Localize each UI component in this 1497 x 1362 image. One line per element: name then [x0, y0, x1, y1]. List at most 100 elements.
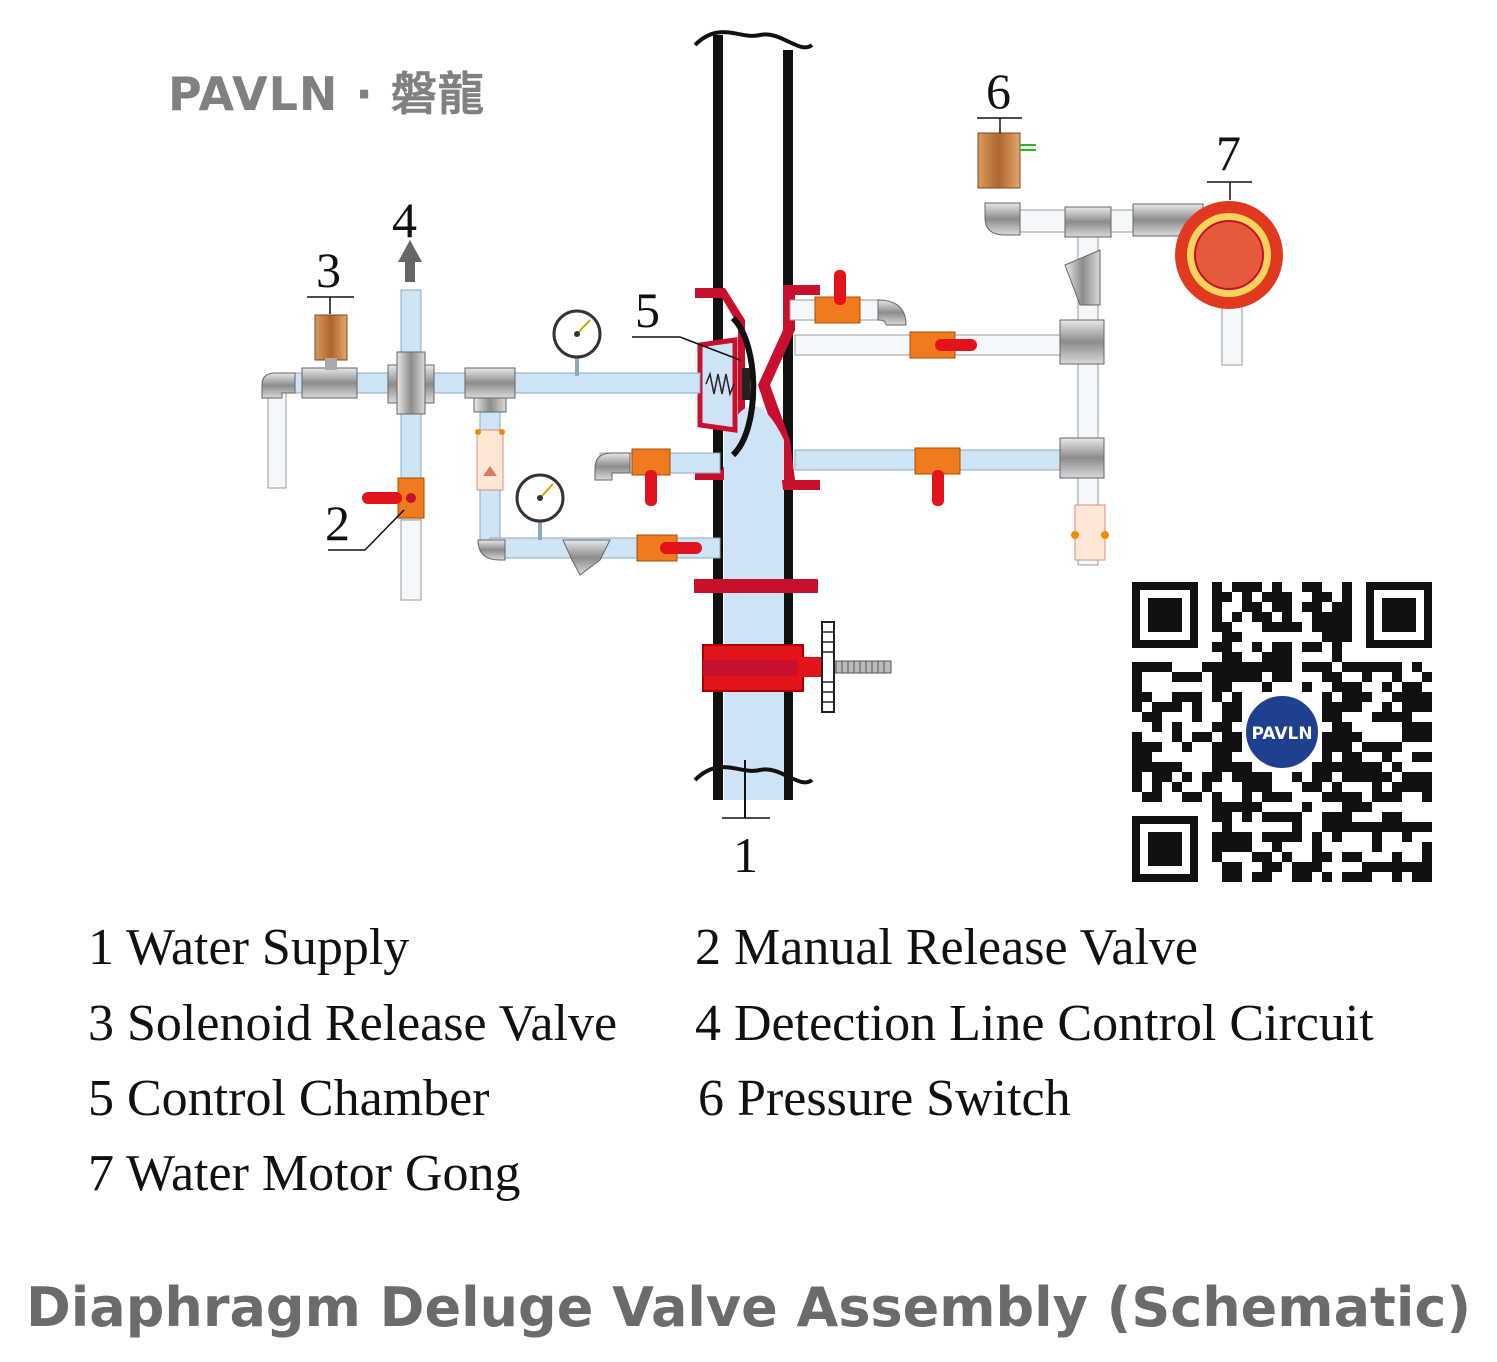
qr-module: [1212, 762, 1222, 772]
qr-module: [1212, 832, 1222, 842]
qr-module: [1342, 722, 1352, 732]
qr-module: [1392, 662, 1402, 672]
qr-module: [1252, 612, 1262, 622]
qr-module: [1352, 732, 1362, 742]
qr-module: [1372, 712, 1382, 722]
qr-module: [1222, 822, 1232, 832]
qr-module: [1352, 802, 1362, 812]
qr-module: [1252, 772, 1262, 782]
qr-module: [1202, 732, 1212, 742]
qr-module: [1342, 632, 1352, 642]
qr-module: [1262, 612, 1272, 622]
qr-module: [1392, 742, 1402, 752]
qr-module: [1242, 772, 1252, 782]
qr-module: [1212, 792, 1222, 802]
qr-module: [1192, 732, 1202, 742]
schematic-diagram: [261, 30, 1283, 819]
qr-module: [1322, 672, 1332, 682]
qr-module: [1412, 722, 1422, 732]
qr-module: [1372, 772, 1382, 782]
qr-module: [1232, 672, 1242, 682]
qr-module: [1222, 712, 1232, 722]
qr-module: [1272, 592, 1282, 602]
qr-module: [1202, 772, 1212, 782]
qr-module: [1362, 672, 1372, 682]
qr-module: [1422, 692, 1432, 702]
qr-module: [1212, 802, 1222, 812]
qr-module: [1142, 752, 1152, 762]
qr-module: [1222, 702, 1232, 712]
qr-module: [1232, 632, 1242, 642]
brand-logo: PAVLN · 磐龍: [168, 67, 485, 121]
qr-module: [1302, 872, 1312, 882]
qr-module: [1262, 832, 1272, 842]
qr-module: [1272, 622, 1282, 632]
qr-module: [1412, 732, 1422, 742]
qr-module: [1422, 782, 1432, 792]
qr-module: [1262, 792, 1272, 802]
qr-module: [1362, 692, 1372, 702]
qr-module: [1282, 672, 1292, 682]
qr-module: [1362, 772, 1372, 782]
callout-1: 1: [733, 827, 758, 883]
qr-module: [1192, 672, 1202, 682]
legend-item-1: 1 Water Supply: [88, 919, 410, 976]
legend-item-2: 2 Manual Release Valve: [695, 919, 1198, 976]
qr-module: [1372, 862, 1382, 872]
qr-module: [1282, 622, 1292, 632]
qr-module: [1372, 762, 1382, 772]
qr-module: [1392, 872, 1402, 882]
qr-module: [1352, 872, 1362, 882]
qr-module: [1342, 762, 1352, 772]
qr-module: [1282, 852, 1292, 862]
qr-module: [1402, 712, 1412, 722]
qr-module: [1332, 792, 1342, 802]
qr-module: [1322, 872, 1332, 882]
qr-module: [1222, 662, 1232, 672]
qr-module: [1142, 792, 1152, 802]
qr-module: [1262, 812, 1272, 822]
qr-module: [1372, 832, 1382, 842]
qr-module: [1362, 742, 1372, 752]
qr-module: [1232, 802, 1242, 812]
qr-module: [1322, 712, 1332, 722]
qr-module: [1342, 822, 1352, 832]
qr-module: [1212, 842, 1222, 852]
qr-module: [1412, 772, 1422, 782]
qr-module: [1332, 642, 1342, 652]
qr-module: [1412, 752, 1422, 762]
qr-module: [1342, 872, 1352, 882]
qr-module: [1132, 762, 1142, 772]
qr-module: [1212, 682, 1222, 692]
qr-module: [1262, 652, 1272, 662]
qr-module: [1302, 642, 1312, 652]
qr-module: [1162, 772, 1172, 782]
qr-module: [1322, 632, 1332, 642]
qr-module: [1322, 592, 1332, 602]
qr-module: [1172, 782, 1182, 792]
qr-module: [1132, 782, 1142, 792]
qr-module: [1312, 772, 1322, 782]
qr-module: [1392, 822, 1402, 832]
qr-module: [1402, 722, 1412, 732]
qr-module: [1342, 622, 1352, 632]
qr-module: [1232, 742, 1242, 752]
qr-module: [1422, 862, 1432, 872]
qr-module: [1132, 752, 1142, 762]
qr-module: [1342, 772, 1352, 782]
qr-module: [1292, 772, 1302, 782]
qr-module: [1382, 682, 1392, 692]
qr-badge: [1242, 692, 1322, 772]
qr-module: [1252, 802, 1262, 812]
qr-module: [1352, 692, 1362, 702]
qr-module: [1222, 812, 1232, 822]
qr-module: [1352, 852, 1362, 862]
qr-module: [1312, 852, 1322, 862]
qr-module: [1392, 692, 1402, 702]
qr-module: [1282, 662, 1292, 672]
qr-module: [1392, 762, 1402, 772]
qr-module: [1242, 832, 1252, 842]
qr-module: [1212, 582, 1222, 592]
qr-module: [1382, 662, 1392, 672]
qr-module: [1272, 792, 1282, 802]
